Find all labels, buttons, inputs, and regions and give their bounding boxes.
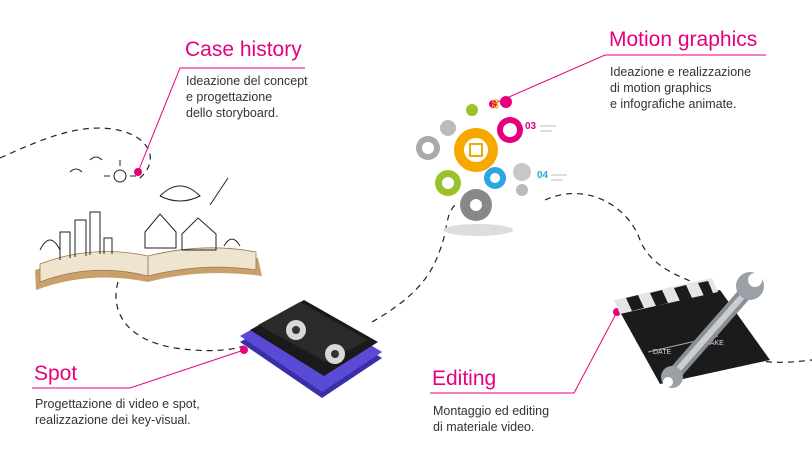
motion-graphics-title: Motion graphics: [609, 28, 758, 51]
motion-graphics-marker: [489, 100, 497, 108]
editing-title: Editing: [432, 367, 497, 390]
clapper-take-label: TAKE: [706, 340, 724, 347]
case-history-description: Ideazione del concept e progettazione de…: [186, 74, 308, 120]
motion-graphics-description: Ideazione e realizzazione di motion grap…: [610, 65, 752, 111]
spot-description: Progettazione di video e spot, realizzaz…: [35, 397, 200, 427]
spot-marker: [240, 346, 248, 354]
gear-number-02: 02: [490, 99, 500, 109]
case-history-title: Case history: [185, 38, 302, 61]
clapper-date-label: DATE: [653, 349, 671, 356]
case-history-marker: [134, 168, 142, 176]
editing-description: Montaggio ed editing di materiale video.: [433, 404, 550, 434]
gear-number-04: 04: [537, 170, 549, 181]
gear-number-03: 03: [525, 121, 537, 132]
spot-title: Spot: [34, 362, 78, 385]
